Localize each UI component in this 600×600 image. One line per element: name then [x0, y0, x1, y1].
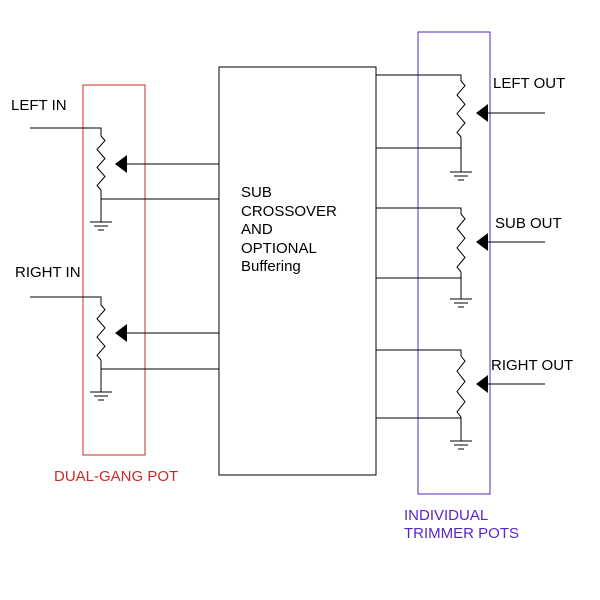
individual-trimmer-label-line2: TRIMMER POTS: [404, 525, 519, 542]
right-pot-resistor: [96, 304, 106, 361]
right-pot-ground-icon: [90, 391, 112, 401]
wiper-arrows: [115, 104, 488, 393]
left-in-label: LEFT IN: [11, 97, 67, 114]
trimmer-pots-box: [417, 31, 491, 495]
individual-trimmer-label-line1: INDIVIDUAL: [404, 507, 489, 524]
ground-symbols: [90, 171, 472, 450]
wires: [30, 74, 545, 441]
sub-out-feed-wire: [376, 207, 462, 214]
right-out-label: RIGHT OUT: [491, 357, 574, 374]
right-in-wire: [30, 296, 102, 305]
block-line: AND: [241, 221, 273, 238]
crossover-block-text: SUB CROSSOVER AND OPTIONAL Buffering: [241, 184, 337, 277]
left-pot-ground-icon: [90, 221, 112, 231]
left-out-feed-wire: [376, 74, 462, 81]
right-pot-wiper-icon: [115, 324, 127, 342]
left-out-label: LEFT OUT: [493, 75, 566, 92]
right-out-wiper-icon: [476, 375, 488, 393]
sub-out-resistor: [456, 213, 466, 273]
right-out-resistor: [456, 355, 466, 418]
right-in-label: RIGHT IN: [15, 264, 81, 281]
right-out-ground-icon: [450, 440, 472, 450]
right-out-feed-wire: [376, 349, 462, 356]
left-in-wire: [30, 127, 102, 136]
sub-out-label: SUB OUT: [495, 215, 562, 232]
left-out-resistor: [456, 80, 466, 138]
dual-gang-pot-box: [82, 84, 146, 456]
block-line: Buffering: [241, 258, 301, 275]
left-pot-wiper-icon: [115, 155, 127, 173]
sub-out-ground-icon: [450, 298, 472, 308]
dual-gang-pot-label: DUAL-GANG POT: [54, 468, 179, 485]
block-line: OPTIONAL: [241, 239, 317, 257]
block-line: CROSSOVER: [241, 202, 337, 220]
sub-out-wiper-icon: [476, 233, 488, 251]
left-pot-resistor: [96, 135, 106, 191]
left-out-wiper-icon: [476, 104, 488, 122]
potentiometers: [96, 80, 466, 418]
left-out-ground-icon: [450, 171, 472, 181]
block-line: SUB: [241, 184, 272, 201]
crossover-block: [218, 66, 377, 476]
